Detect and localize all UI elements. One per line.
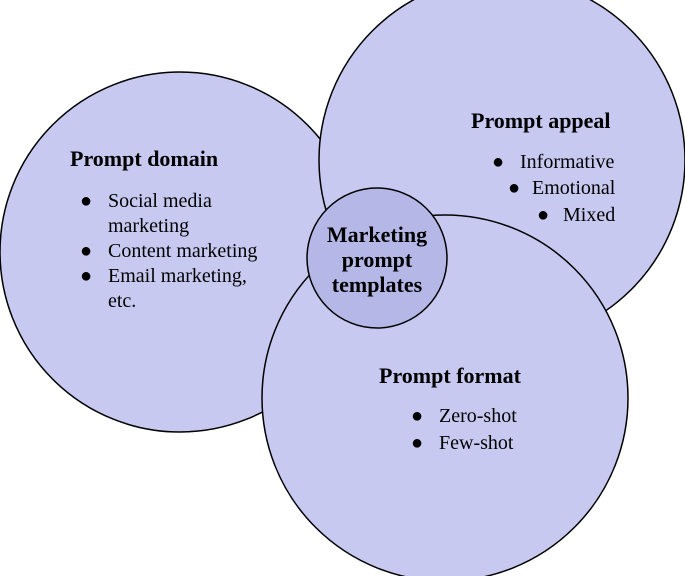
bullet-icon: ● [537, 204, 550, 226]
center-line: templates [331, 272, 423, 297]
list-item: ● Zero-shot [411, 404, 517, 429]
circle-center [306, 187, 448, 329]
bullet-icon: ● [411, 405, 424, 427]
bullet-icon: ● [492, 151, 505, 173]
prompt-domain-title: Prompt domain [70, 146, 219, 171]
center-line: prompt [341, 247, 413, 272]
list-item-text: Emotional [532, 177, 616, 199]
center-label: Marketing prompt templates [322, 222, 432, 297]
bullet-icon: ● [80, 190, 93, 212]
prompt-appeal-title: Prompt appeal [471, 108, 611, 133]
list-item: ● Content marketing [80, 239, 257, 264]
list-item-text: Content marketing [108, 240, 258, 262]
list-item-text: etc. [108, 290, 137, 312]
list-item-text: Few-shot [439, 432, 514, 454]
prompt-format-title: Prompt format [379, 363, 521, 388]
bullet-icon: ● [80, 240, 93, 262]
list-item-text: Informative [520, 151, 615, 173]
prompt-domain-list: ● Social media marketing ● Content marketi… [80, 189, 257, 314]
list-item: ● Social media [80, 189, 257, 214]
list-item: ● Mixed [537, 203, 615, 228]
list-item: ● Few-shot [411, 431, 513, 456]
center-line: Marketing [326, 222, 428, 247]
bullet-icon: ● [508, 177, 521, 199]
list-item: ● Informative [492, 150, 614, 175]
list-item: ● Email marketing, [80, 264, 257, 289]
list-item-text: marketing [108, 215, 190, 237]
list-item-continued: marketing [80, 214, 257, 239]
list-item-continued: etc. [80, 289, 257, 314]
list-item-text: Mixed [563, 204, 616, 226]
bullet-icon: ● [411, 432, 424, 454]
list-item-text: Social media [108, 190, 212, 212]
list-item-text: Zero-shot [439, 405, 517, 427]
list-item: ● Emotional [508, 176, 615, 201]
list-item-text: Email marketing, [108, 265, 247, 287]
bullet-icon: ● [80, 265, 93, 287]
